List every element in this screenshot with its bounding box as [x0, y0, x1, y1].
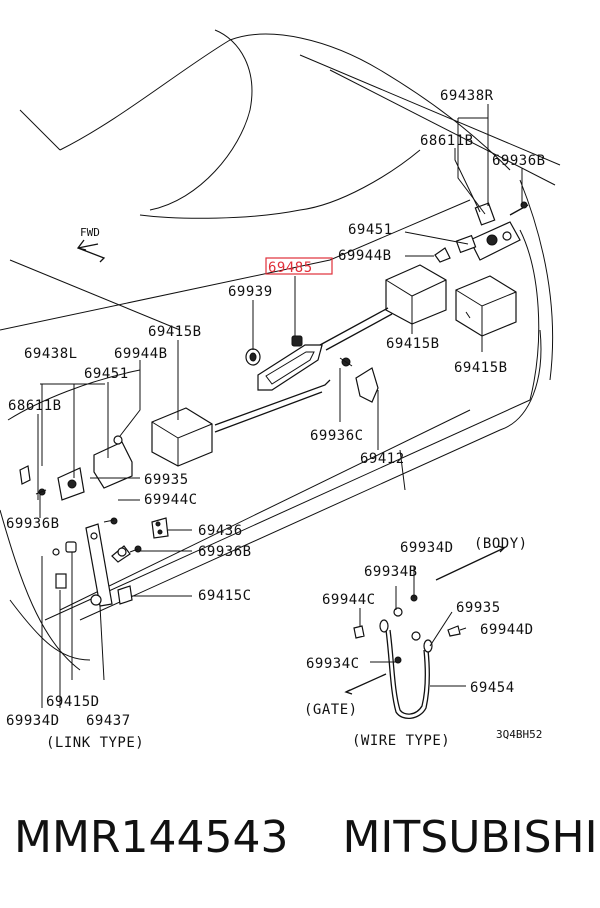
brand-name: MITSUBISHI: [342, 812, 598, 863]
callout-69415B-top: 69415B: [148, 324, 202, 340]
callout-68611B-left: 68611B: [8, 398, 62, 414]
fwd-label: FWD: [80, 226, 100, 239]
callout-69934B: 69934B: [364, 564, 418, 580]
callout-69451-right: 69451: [348, 222, 393, 238]
right-latch-assembly: [434, 201, 529, 263]
callout-69944D: 69944D: [480, 622, 534, 638]
fwd-arrow: FWD: [76, 226, 106, 263]
callout-69934C: 69934C: [306, 656, 360, 672]
handle-box-right: [455, 275, 517, 337]
tailgate-handle: [257, 335, 323, 391]
callout-69936B-left: 69936B: [6, 516, 60, 532]
vehicle-body-outline: [0, 29, 561, 671]
callout-69934D-left: 69934D: [6, 713, 60, 729]
leader-lines: [37, 104, 523, 708]
callout-69936B-center: 69936B: [198, 544, 252, 560]
wire-assembly: [344, 545, 506, 719]
callout-69934D-wire: 69934D: [400, 540, 454, 556]
callout-69935-left: 69935: [144, 472, 189, 488]
callout-69436: 69436: [198, 523, 243, 539]
callout-69454: 69454: [470, 680, 515, 696]
callout-69944B-left: 69944B: [114, 346, 168, 362]
grommet-69939: [245, 348, 261, 366]
callout-69415B-right: 69415B: [454, 360, 508, 376]
callout-69944B-right: 69944B: [338, 248, 392, 264]
callout-69412: 69412: [360, 451, 405, 467]
callout-69415C: 69415C: [198, 588, 252, 604]
callout-69451-left: 69451: [84, 366, 129, 382]
callout-69438R: 69438R: [440, 88, 494, 104]
lever-69412: [339, 357, 379, 403]
callout-69936B-right: 69936B: [492, 153, 546, 169]
callout-69415D: 69415D: [46, 694, 100, 710]
highlight-box: [265, 257, 333, 275]
link-type-label: (LINK TYPE): [46, 735, 144, 751]
callout-69485: 69485: [268, 260, 313, 276]
callout-69944C-wire: 69944C: [322, 592, 376, 608]
callout-69936C: 69936C: [310, 428, 364, 444]
callout-68611B-right: 68611B: [420, 133, 474, 149]
callout-69415B-middle: 69415B: [386, 336, 440, 352]
parts-diagram: FWD: [0, 29, 561, 751]
callout-69944C-left: 69944C: [144, 492, 198, 508]
callout-labels: 69438R 68611B 69936B 69451 69944B 69485 …: [6, 88, 546, 751]
callout-69437: 69437: [86, 713, 131, 729]
gate-label: (GATE): [304, 702, 358, 718]
body-label: (BODY): [474, 536, 528, 552]
wire-type-label: (WIRE TYPE): [352, 733, 450, 749]
callout-69438L: 69438L: [24, 346, 78, 362]
part-number: MMR144543: [14, 812, 289, 863]
left-latch-assembly: [19, 435, 169, 607]
callout-69939: 69939: [228, 284, 273, 300]
drawing-code: 3Q4BH52: [496, 728, 542, 741]
handle-box-right-upper: [385, 264, 447, 325]
callout-69935-wire: 69935: [456, 600, 501, 616]
handle-box-left: [151, 407, 213, 467]
part-footer: MMR144543 MITSUBISHI: [14, 812, 598, 872]
